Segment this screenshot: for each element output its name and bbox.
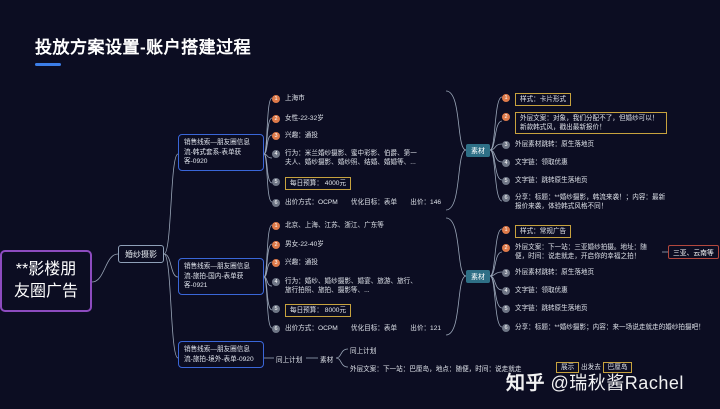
item-number-badge: 4 <box>272 149 280 158</box>
item-text: 文字链：跳转原生落地页 <box>515 177 588 184</box>
item-number-badge: 6 <box>502 323 510 332</box>
plan2-item: 2 男女-22-40岁 <box>272 240 324 249</box>
watermark: 知乎 @瑞秋酱Rachel <box>506 368 684 395</box>
plan2-item: 1 北京、上海、江苏、浙江、广东等 <box>272 221 384 230</box>
item-text: 北京、上海、江苏、浙江、广东等 <box>285 222 384 229</box>
zhihu-logo: 知乎 <box>506 373 546 394</box>
plan-node[interactable]: 销售线索—朋友圈信息流-旅拍-境外-表单-0920 <box>178 341 264 368</box>
same-plan-label: 同上计划 <box>276 357 303 364</box>
item-text: 外层文案：对象，我们分配不了，但婚纱可以！新款韩式风，戳出最新报价！ <box>515 112 667 134</box>
material-label: 素材 <box>320 357 334 364</box>
material-tag[interactable]: 素材 <box>466 270 490 283</box>
item-text: 样式：常规广告 <box>515 225 572 238</box>
item-number-badge: 1 <box>272 221 280 230</box>
item-number-badge: 5 <box>272 177 280 186</box>
item-number-badge: 3 <box>272 258 280 267</box>
material-tail: 展示 出发去 巴厘岛 <box>556 361 633 373</box>
item-text: 男女-22-40岁 <box>285 241 324 248</box>
item-text: 出价方式：OCPM 优化目标：表单 出价：121 <box>285 325 442 332</box>
item-number-badge: 6 <box>502 193 510 202</box>
page-title: 投放方案设置-账户搭建过程 <box>35 38 252 57</box>
item-text: 外层素材跳转：原生落地页 <box>515 141 595 148</box>
hub-plan3-link <box>163 253 179 359</box>
material-item: 6 分享：标题：**婚纱摄影，韩流来袭！；内容：最新报价来袭，体验韩式风格不同！ <box>502 193 667 211</box>
item-number-badge: 3 <box>272 131 280 140</box>
item-number-badge: 3 <box>502 268 510 277</box>
item-text: 兴趣：通投 <box>285 259 318 266</box>
plan1-item: 5 每日预算： 4000元 <box>272 177 352 190</box>
item-text: 外层素材跳转：原生落地页 <box>515 269 595 276</box>
item-number-badge: 2 <box>502 112 510 121</box>
title-underline <box>35 63 61 66</box>
item-text: 女性-22-32岁 <box>285 115 324 122</box>
item-text: 行为：米兰婚纱摄影、蜜中彩影、伯爵、第一夫人、婚纱摄影、婚纱照、结婚、婚婚等、.… <box>285 150 417 166</box>
root-hub-link <box>91 253 119 283</box>
item-number-badge: 4 <box>272 277 280 286</box>
material-sub-item: 同上计划 <box>350 348 377 355</box>
item-text: 文字链：领取优惠 <box>515 159 568 166</box>
material-item: 5 文字链：跳转原生落地页 <box>502 304 588 313</box>
item-text: 出价方式：OCPM 优化目标：表单 出价：146 <box>285 199 442 206</box>
material-tag[interactable]: 素材 <box>466 144 490 157</box>
item-number-badge: 4 <box>502 158 510 167</box>
item-number-badge: 1 <box>502 93 510 102</box>
item-text: 文字链：领取优惠 <box>515 287 568 294</box>
tail-text: 展示 <box>556 362 580 373</box>
plan1-item: 2 女性-22-32岁 <box>272 114 324 123</box>
material-item: 2 外层文案：对象，我们分配不了，但婚纱可以！新款韩式风，戳出最新报价！ <box>502 112 667 134</box>
material-sub-item: 外层文案：下一站：巴厘岛，地点：随便，时间：说走就走 <box>350 366 522 373</box>
plan2-item: 4 行为：婚纱、婚纱摄影、婚宴、旅游、旅行、旅行拍照、旅拍、摄影等、... <box>272 277 422 295</box>
material-item: 4 文字链：领取优惠 <box>502 286 568 295</box>
item-number-badge: 6 <box>272 198 280 207</box>
item-number-badge: 2 <box>272 240 280 249</box>
material-item: 1 样式：卡片形式 <box>502 93 572 106</box>
item-number-badge: 1 <box>502 225 510 234</box>
item-text: 上海市 <box>285 95 305 102</box>
material-item: 1 样式：常规广告 <box>502 225 572 238</box>
item-text: 样式：卡片形式 <box>515 93 572 106</box>
plan-node[interactable]: 销售线索—朋友圈信息流-韩式套系-表单获客-0920 <box>178 134 264 171</box>
side-tag[interactable]: 三亚、云南等 <box>668 245 719 259</box>
material-item: 3 外层素材跳转：原生落地页 <box>502 268 594 277</box>
item-number-badge: 2 <box>502 243 510 252</box>
plan2-item: 5 每日预算： 8000元 <box>272 304 352 317</box>
item-text: 行为：婚纱、婚纱摄影、婚宴、旅游、旅行、旅行拍照、旅拍、摄影等、... <box>285 278 417 294</box>
plan1-item: 1 上海市 <box>272 94 305 103</box>
hub-plan2-link <box>163 253 179 278</box>
item-number-badge: 4 <box>502 286 510 295</box>
item-text: 分享：标题：**婚纱摄影，韩流来袭！；内容：最新报价来袭，体验韩式风格不同！ <box>515 194 666 210</box>
tail-text: 出发去 <box>581 364 601 371</box>
tail-text: 巴厘岛 <box>602 362 633 373</box>
hub-plan1-link <box>163 153 179 255</box>
plan1-item: 4 行为：米兰婚纱摄影、蜜中彩影、伯爵、第一夫人、婚纱摄影、婚纱照、结婚、婚婚等、… <box>272 149 422 167</box>
item-text: 文字链：跳转原生落地页 <box>515 305 588 312</box>
root-node[interactable]: **影楼朋友圈广告 <box>0 250 92 312</box>
material-item: 5 文字链：跳转原生落地页 <box>502 176 588 185</box>
item-number-badge: 2 <box>272 114 280 123</box>
plan2-item: 3 兴趣：通投 <box>272 258 318 267</box>
material-item: 6 分享：标题：**婚纱摄影；内容：来一场说走就走的婚纱拍摄吧！ <box>502 323 705 332</box>
budget-text: 每日预算： 8000元 <box>285 304 352 317</box>
item-text: 分享：标题：**婚纱摄影；内容：来一场说走就走的婚纱拍摄吧！ <box>515 324 705 331</box>
item-text: 兴趣：通投 <box>285 132 318 139</box>
watermark-text: @瑞秋酱Rachel <box>550 373 684 393</box>
item-text: 外层文案：下一站：三亚婚纱拍摄。地址：随便，时间：说走就走，开启你的幸福之拍！ <box>515 244 647 260</box>
item-number-badge: 5 <box>272 304 280 313</box>
item-number-badge: 5 <box>502 304 510 313</box>
material-item: 3 外层素材跳转：原生落地页 <box>502 140 594 149</box>
hub-node[interactable]: 婚纱摄影 <box>118 245 164 263</box>
item-number-badge: 3 <box>502 140 510 149</box>
item-number-badge: 6 <box>272 324 280 333</box>
budget-text: 每日预算： 4000元 <box>285 177 352 190</box>
item-number-badge: 5 <box>502 176 510 185</box>
material-item: 2 外层文案：下一站：三亚婚纱拍摄。地址：随便，时间：说走就走，开启你的幸福之拍！ <box>502 243 660 261</box>
plan1-item: 3 兴趣：通投 <box>272 131 318 140</box>
plan-node[interactable]: 销售线索—朋友圈信息流-旅拍-国内-表单获客-0921 <box>178 258 264 295</box>
plan1-item: 6 出价方式：OCPM 优化目标：表单 出价：146 <box>272 198 441 207</box>
material-item: 4 文字链：领取优惠 <box>502 158 568 167</box>
item-number-badge: 1 <box>272 94 280 103</box>
plan2-item: 6 出价方式：OCPM 优化目标：表单 出价：121 <box>272 324 441 333</box>
